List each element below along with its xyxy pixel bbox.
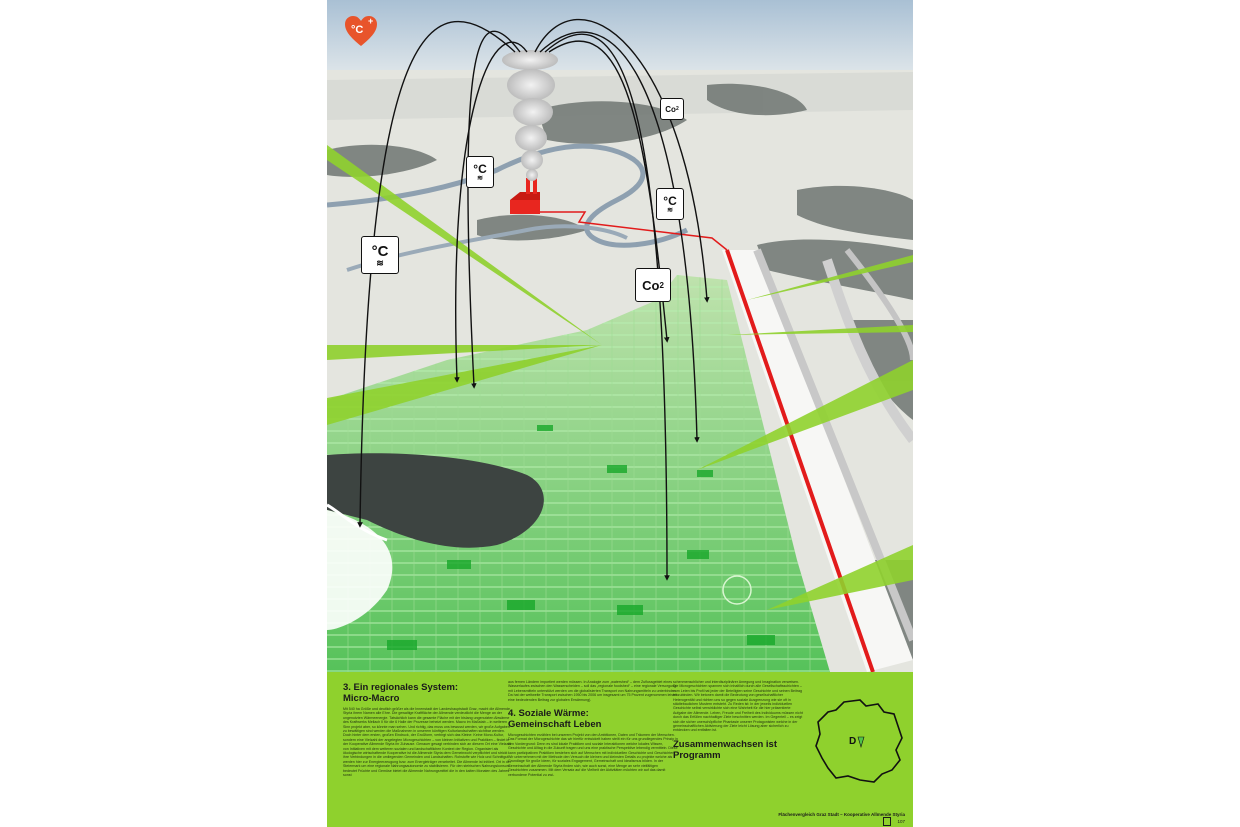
section-3-heading-line1: 3. Ein regionales System:: [343, 682, 459, 693]
document-icon: [883, 817, 891, 826]
section-4-body: Microgeschichten erzählen bei unserem Pr…: [508, 733, 678, 777]
heat-wave-icon: ≋: [667, 207, 673, 214]
text-panel: 3. Ein regionales System: Micro-Macro Mi…: [327, 672, 913, 827]
sub-two: 2: [659, 280, 664, 290]
column-section-4: aus fernen Ländern importiert werden müs…: [508, 680, 678, 783]
temperature-heart-logo: °C +: [344, 15, 378, 47]
section-4-heading-line1: 4. Soziale Wärme:: [508, 708, 589, 720]
section-5-heading-line1: Zusammenwachsen ist: [673, 738, 778, 750]
section-3-heading-line2: Micro-Macro: [343, 693, 400, 704]
heat-wave-icon: ≋: [376, 258, 384, 268]
section-5-heading: Zusammenwachsen ist Programm: [673, 739, 803, 761]
section-3-heading: 3. Ein regionales System: Micro-Macro: [343, 682, 513, 704]
temperature-label-large: °C ≋: [361, 236, 399, 274]
heart-icon: [345, 16, 377, 46]
section-3-body: Mit 540 ha Größe und deutlich größer als…: [343, 707, 512, 778]
temperature-label-right: °C ≋: [656, 188, 684, 220]
temp-unit-text: °C: [663, 194, 677, 208]
co-text: Co: [642, 277, 660, 293]
power-plant: [510, 178, 540, 214]
column-section-5: schenmenschlicher und interdisziplinärer…: [673, 680, 803, 764]
temp-unit-text: °C: [371, 243, 389, 260]
allmende-triangle-icon: [857, 736, 865, 748]
section-mid-body-top: aus fernen Ländern importiert werden müs…: [508, 680, 677, 702]
sub-two: 2: [675, 106, 679, 112]
temp-unit-text: °C: [473, 162, 487, 176]
section-5-heading-line2: Programm: [673, 749, 721, 761]
red-road-line: [725, 249, 875, 672]
page-number: 107: [897, 819, 905, 824]
heat-arcs: [357, 18, 710, 581]
co-text: Co: [665, 104, 676, 114]
section-4-heading: 4. Soziale Wärme: Gemeinschaft Leben: [508, 708, 678, 730]
light-beams: [327, 145, 913, 610]
map-caption: Flächenvergleich Graz Stadt – Kooperativ…: [778, 812, 905, 817]
heat-wave-icon: ≋: [477, 175, 483, 182]
column-section-3: 3. Ein regionales System: Micro-Macro Mi…: [343, 680, 513, 784]
forest-circle: [327, 453, 544, 548]
section-4-heading-line2: Gemeinschaft Leben: [508, 719, 602, 731]
section-5-body: schenmenschlicher und interdisziplinärer…: [673, 680, 803, 733]
temperature-label-mid: °C ≋: [466, 156, 494, 188]
map-marker-d: D: [849, 736, 857, 747]
aerial-scene: [327, 0, 913, 672]
river: [327, 143, 689, 248]
smoke-plume: [502, 50, 558, 181]
graz-outline-map: [815, 699, 903, 783]
logo-plus-text: +: [368, 16, 374, 26]
logo-temp-text: °C: [351, 24, 364, 36]
